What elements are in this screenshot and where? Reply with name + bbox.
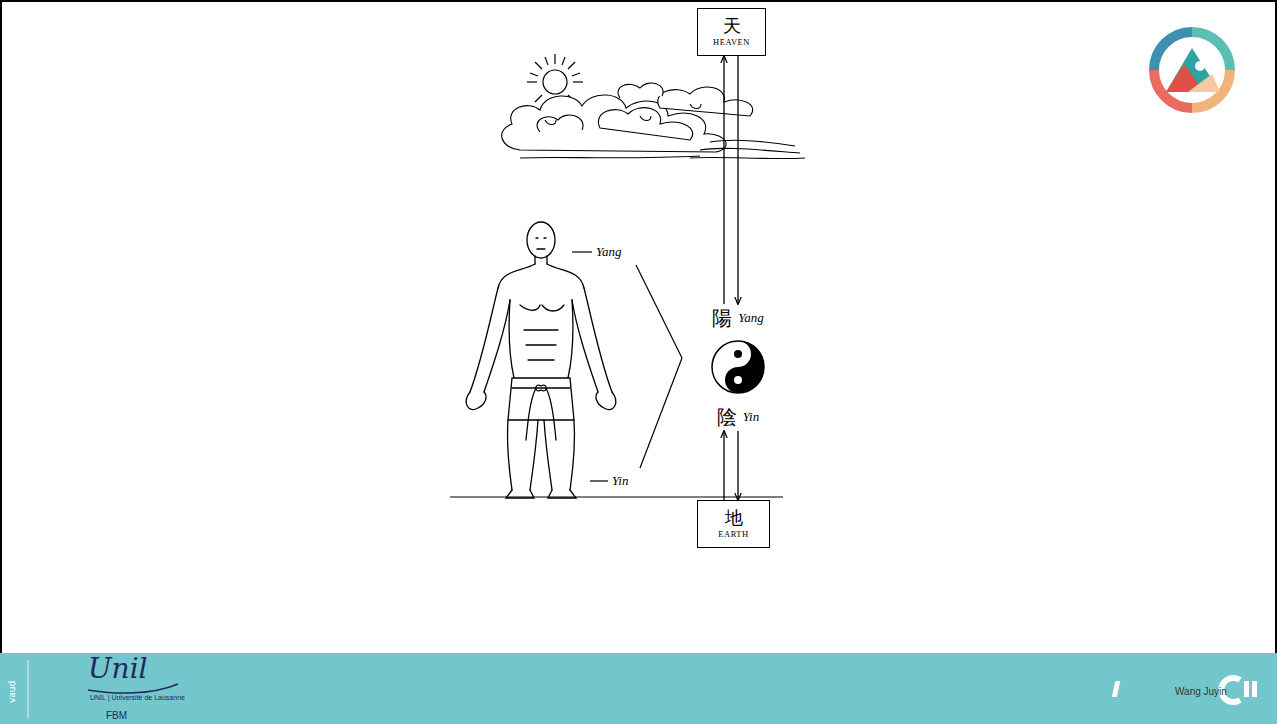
earth-box: 地EARTH bbox=[697, 500, 770, 548]
author-name: Wang Juyin bbox=[1175, 686, 1227, 697]
university-name: UNIL | Université de Lausanne bbox=[90, 694, 185, 701]
divider bbox=[28, 660, 29, 718]
node-caption: HEAVEN bbox=[713, 36, 750, 48]
yin-yang-symbol bbox=[712, 341, 764, 393]
university-logo: Unil bbox=[88, 652, 148, 685]
body-part-label: Yang bbox=[596, 244, 622, 260]
node-caption: EARTH bbox=[718, 528, 748, 540]
arrow-connector bbox=[723, 56, 724, 304]
footer-band bbox=[0, 653, 1277, 724]
node-caption: Yang bbox=[738, 310, 764, 326]
faculty-name: FBM bbox=[106, 710, 127, 721]
node-caption: Yin bbox=[743, 409, 759, 425]
chinese-character: 陽 bbox=[712, 305, 732, 332]
chinese-character: 天 bbox=[723, 16, 741, 36]
logo bbox=[1154, 32, 1230, 108]
arrow-connector bbox=[737, 431, 738, 500]
leader-lines bbox=[450, 252, 783, 497]
heaven-box: 天HEAVEN bbox=[697, 8, 766, 56]
body-part-label: Yin bbox=[612, 473, 628, 489]
chuv-logo bbox=[1112, 678, 1257, 702]
canton-logo-text: vaud bbox=[7, 681, 17, 703]
logo-swoosh bbox=[88, 684, 178, 693]
arrow-connector bbox=[723, 431, 724, 500]
yin-label-node: 陰 Yin bbox=[702, 403, 774, 431]
human-figure bbox=[466, 222, 615, 498]
chinese-character: 地 bbox=[725, 508, 743, 528]
chinese-character: 陰 bbox=[717, 404, 737, 431]
yang-label-node: 陽 Yang bbox=[702, 304, 774, 332]
arrow-connector bbox=[737, 56, 738, 304]
clouds bbox=[502, 83, 805, 159]
